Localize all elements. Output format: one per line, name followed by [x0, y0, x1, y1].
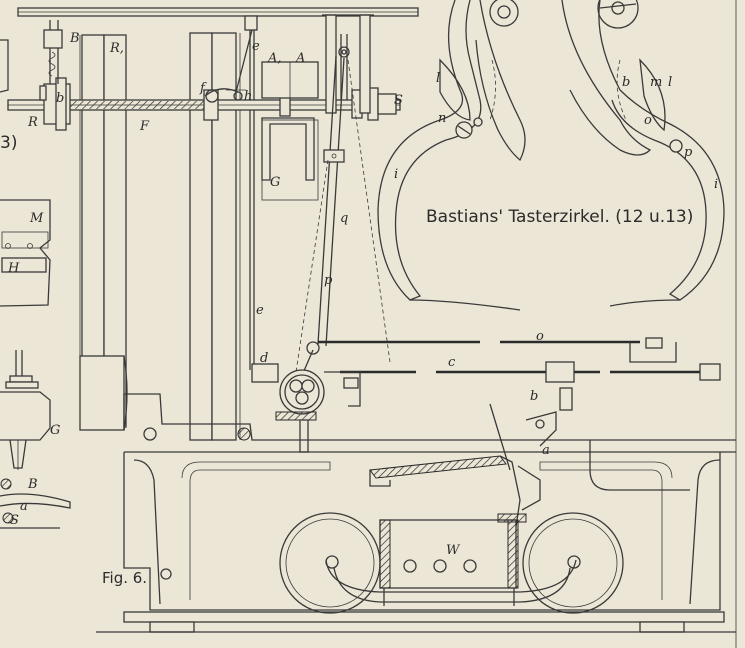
figure-label: Fig. 6.: [102, 569, 147, 587]
label-g-left: G: [50, 423, 60, 438]
label-i-right: i: [714, 177, 718, 192]
caliper-drawing: [377, 0, 725, 311]
label-r-column: R,: [109, 41, 124, 56]
label-f-spindle: F: [139, 119, 150, 134]
label-a: A: [295, 51, 305, 66]
label-q: q: [340, 211, 348, 226]
label-l-caliper-left: l: [436, 71, 440, 86]
label-b-small: b: [56, 91, 64, 106]
wheels: [279, 512, 624, 614]
label-w: W: [446, 543, 461, 558]
label-e-upper: e: [252, 39, 260, 54]
label-f-small: f: [199, 81, 207, 96]
label-l-caliper-right: l: [668, 75, 672, 90]
label-h-left: H: [7, 261, 20, 276]
spindle: [7, 20, 401, 131]
label-a-comma: A,: [267, 51, 282, 66]
lever-linkage: [295, 55, 391, 381]
label-s-right: S: [394, 93, 403, 108]
columns: [79, 15, 258, 441]
left-fragment: [0, 39, 71, 529]
label-s-left: S: [10, 513, 19, 528]
label-r: R: [27, 115, 38, 130]
label-m: M: [29, 211, 44, 226]
fragment-label: 3): [0, 133, 17, 153]
label-g: G: [270, 175, 280, 190]
label-b-caliper: b: [622, 75, 630, 90]
carriage: [369, 403, 557, 606]
label-a-left: a: [20, 499, 28, 514]
diagram-labels: Bastians' Tasterzirkel. (12 u.13) Fig. 6…: [0, 31, 718, 587]
label-o-caliper: o: [644, 113, 652, 128]
label-i-left: i: [394, 167, 398, 182]
label-n: n: [438, 111, 446, 126]
label-p-caliper: p: [684, 145, 693, 160]
caliper-caption: Bastians' Tasterzirkel. (12 u.13): [426, 207, 693, 227]
label-c: c: [448, 355, 456, 370]
label-p: p: [324, 273, 333, 288]
label-o: o: [536, 329, 544, 344]
label-a-lower: a: [542, 443, 550, 458]
label-m-caliper: m: [650, 75, 662, 90]
label-b-upper: B: [69, 31, 80, 46]
rods: [318, 337, 721, 411]
label-h: h: [244, 89, 252, 104]
central-gear: [251, 363, 361, 453]
label-e-middle: e: [256, 303, 264, 318]
label-b-left: B: [27, 477, 38, 492]
block-a-and-fork-g: [261, 14, 374, 201]
label-b-lower: b: [530, 389, 538, 404]
top-beam: [17, 7, 419, 17]
machine-bed: [96, 393, 736, 633]
label-d: d: [260, 351, 268, 366]
